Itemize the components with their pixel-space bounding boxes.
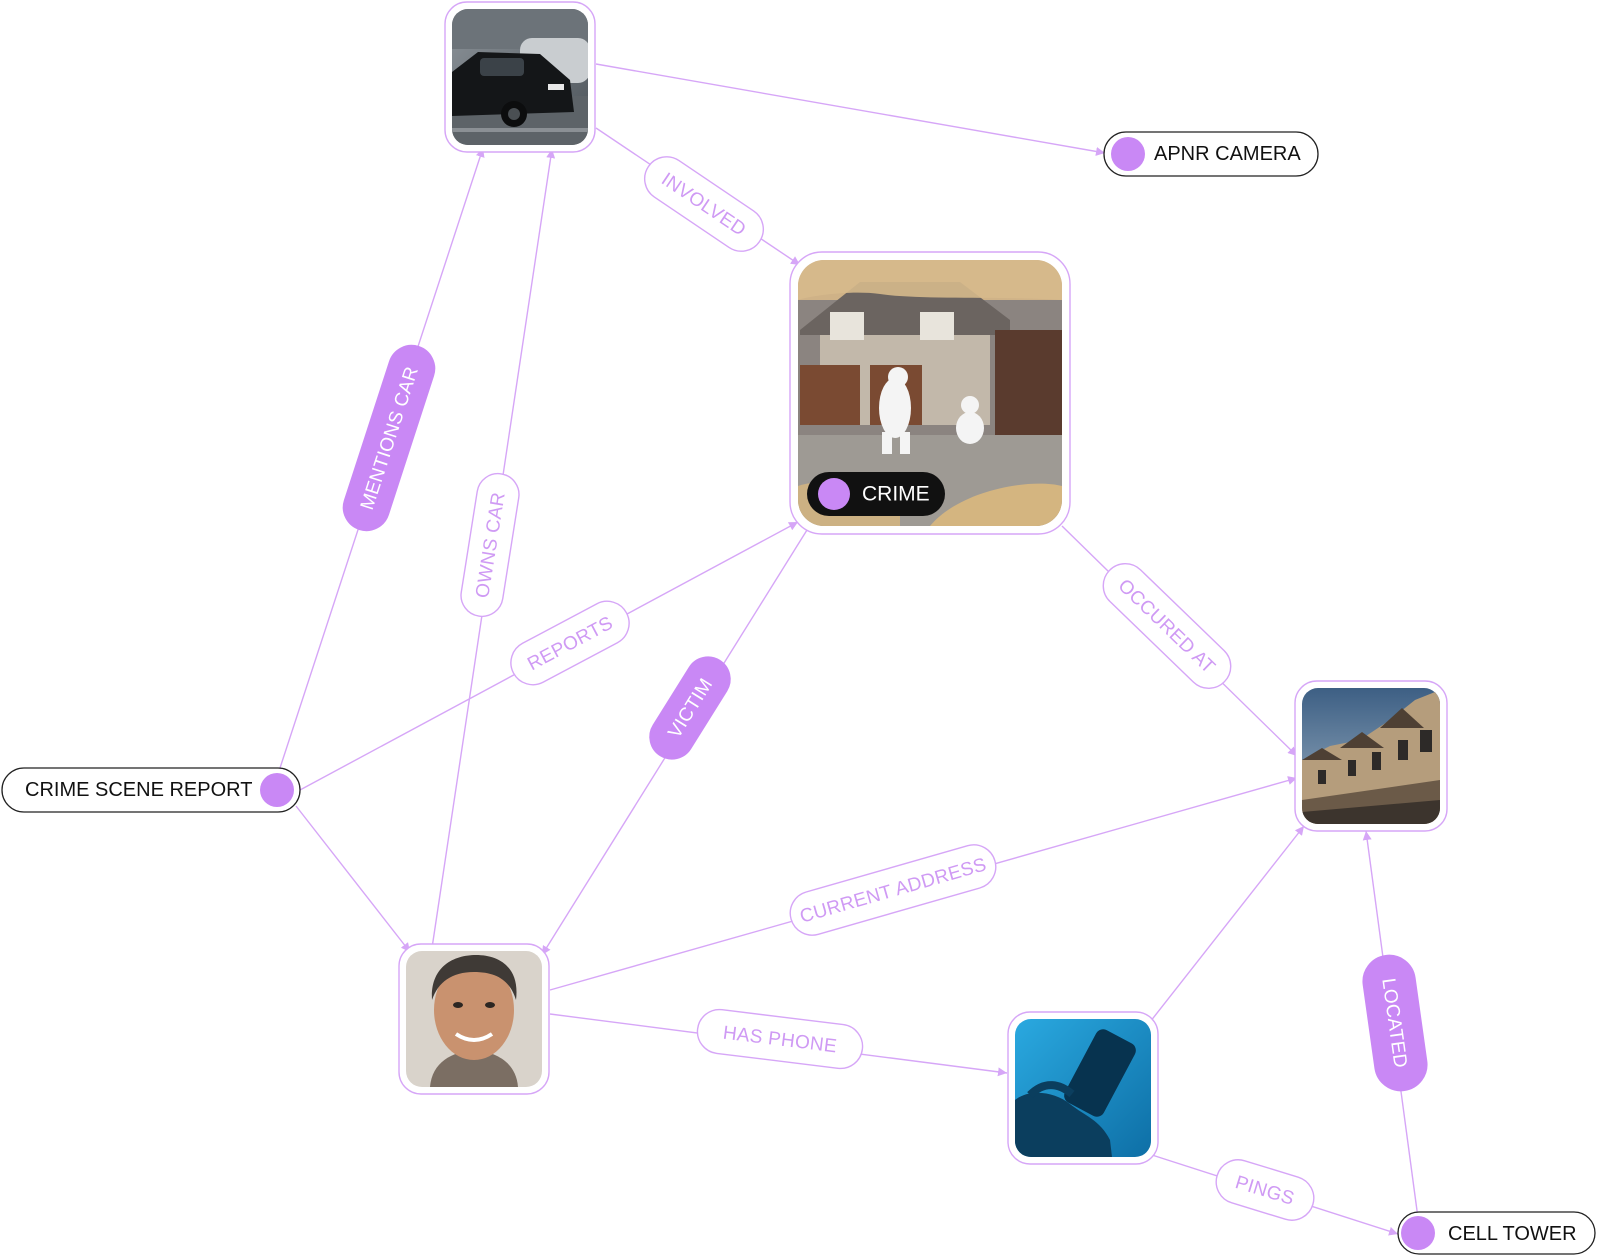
crime-dot-icon [818,478,850,510]
edge-label-reports: REPORTS [510,600,630,686]
apnr-camera-node[interactable]: APNR CAMERA [1103,131,1319,177]
crime-label: CRIME [862,483,930,506]
car-image-node[interactable] [444,1,596,153]
cell-tower-dot-icon [1401,1216,1435,1250]
crime-pill[interactable]: CRIME [807,472,945,516]
edge-label-current-address: CURRENT ADDRESS [789,844,997,936]
edge-label-mentions-car: MENTIONS CAR [342,344,436,532]
phone-photo [1015,1019,1151,1157]
crime-scene-report-label: CRIME SCENE REPORT [25,779,252,801]
edge-label-victim: VICTIM [649,656,731,760]
man-portrait-photo [406,951,542,1087]
cell-tower-label: CELL TOWER [1448,1223,1577,1245]
edge-label-pings: PINGS [1215,1159,1315,1221]
car-photo [452,9,588,145]
man-image-node[interactable] [398,943,550,1095]
apnr-camera-label: APNR CAMERA [1154,143,1301,165]
edge-label-text: OCCURED AT [1114,575,1219,678]
edge-label-located: LOCATED [1362,954,1428,1092]
townhouse-street-photo [1302,688,1440,824]
cell-tower-node[interactable]: CELL TOWER [1397,1211,1596,1255]
edge-label-occured-at: OCCURED AT [1102,563,1232,689]
edge-label-owns-car: OWNS CAR [460,472,520,618]
phone-image-node[interactable] [1007,1011,1159,1165]
apnr-camera-dot-icon [1111,137,1145,171]
edge-label-involved: INVOLVED [643,156,765,252]
crime-scene-report-dot-icon [260,773,294,807]
crime-scene-image-node[interactable]: CRIME [789,251,1071,535]
edge-car-to-apnr [595,63,1106,156]
edge-phone-to-building [1149,825,1305,1023]
edge-report-to-man [295,805,411,953]
crime-scene-report-node[interactable]: CRIME SCENE REPORT [1,767,301,813]
edge-label-has-phone: HAS PHONE [696,1008,864,1070]
building-image-node[interactable] [1294,680,1448,832]
